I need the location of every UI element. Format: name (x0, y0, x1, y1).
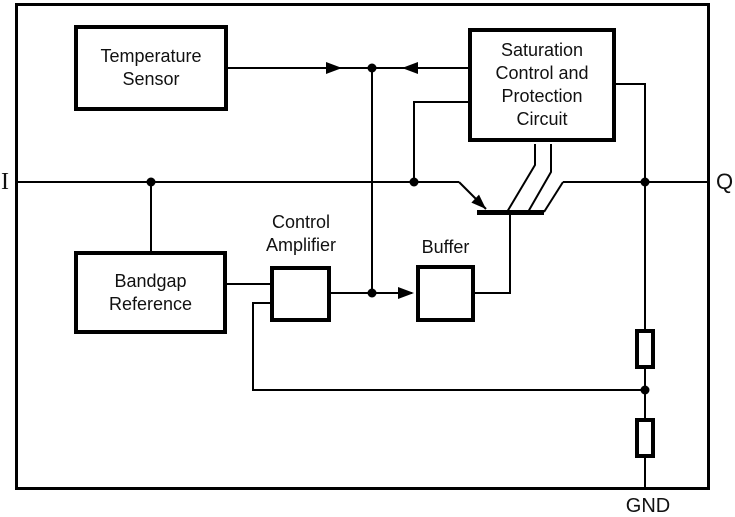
arrow-left-icon (402, 62, 418, 74)
saturation-control-label: Circuit (516, 109, 568, 129)
saturation-control-label: Saturation (500, 40, 584, 60)
junction-dot (640, 385, 650, 395)
saturation-control-label: Control and (495, 63, 589, 83)
buffer-output-base-wire (475, 215, 511, 294)
chip-boundary (15, 3, 710, 490)
emitter-arrow-icon (471, 194, 486, 209)
junction-dot (367, 288, 377, 298)
arrow-right-icon (398, 287, 414, 299)
transistor-base-bar (477, 210, 544, 215)
feedback-wire (252, 302, 645, 391)
saturation-drive-wire-1 (506, 144, 536, 213)
junction-dot (367, 63, 377, 73)
temperature-sensor-label: Sensor (122, 69, 180, 89)
feedback-resistor-top-icon (635, 329, 655, 369)
temperature-sensor-block: Temperature Sensor (74, 25, 228, 111)
bandgap-reference-label: Bandgap (114, 270, 187, 291)
output-pin-label: Q (716, 169, 734, 194)
saturation-control-block: Saturation Control and Protection Circui… (468, 28, 616, 142)
buffer-caption: Buffer (421, 237, 470, 257)
control-amplifier-caption: Control Amplifier (265, 212, 336, 255)
temperature-sensor-label: Temperature (100, 46, 202, 66)
junction-dot (640, 177, 650, 187)
arrow-right-icon (326, 62, 342, 74)
bandgap-reference-block: Bandgap Reference (74, 251, 227, 334)
feedback-resistor-bottom-icon (635, 418, 655, 458)
saturation-drive-wire-2 (527, 144, 552, 213)
junction-dot (409, 177, 419, 187)
input-pin-label: I (1, 169, 9, 195)
saturation-input-sense-wire (413, 101, 468, 182)
saturation-control-label: Protection (501, 86, 583, 106)
ground-pin-label: GND (625, 495, 671, 517)
transistor-collector-wire (543, 181, 564, 213)
junction-dot (146, 177, 156, 187)
saturation-output-sense-wire (616, 83, 646, 331)
bandgap-reference-label: Reference (108, 293, 193, 314)
control-amplifier-block (270, 266, 331, 322)
buffer-block (416, 265, 475, 322)
